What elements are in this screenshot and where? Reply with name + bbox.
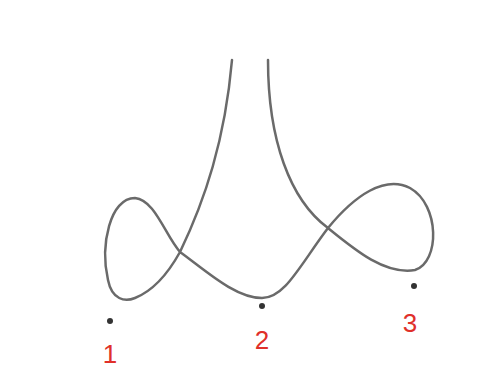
callout-number: 1 [103,341,117,367]
callout-number: 2 [255,327,269,353]
position-dot [411,283,417,289]
position-dot [259,303,265,309]
track-line [105,60,433,300]
callout-number: 3 [403,310,417,336]
position-dot [107,318,113,324]
